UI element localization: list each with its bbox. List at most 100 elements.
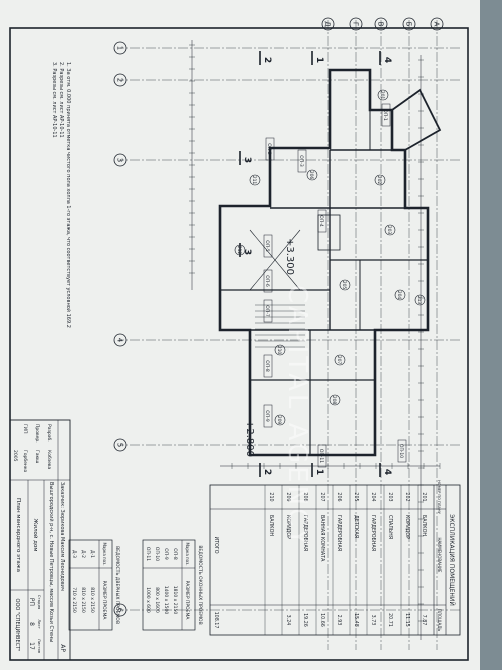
axis-number-bubble-1-label: 1 bbox=[116, 46, 124, 50]
explication-row-area-9: 3.24 bbox=[285, 615, 291, 626]
section-mark-label-8: 2 bbox=[262, 469, 272, 475]
doors-schedule-title: ВЕДОМОСТЬ ДВЕРНЫХ ПРОЕМОВ bbox=[114, 546, 120, 624]
axis-letter-bubble-2-label: Б bbox=[405, 22, 413, 27]
window-tag-label-4: ОП-4 bbox=[318, 215, 324, 227]
explication-total-value: 108.17 bbox=[213, 612, 219, 629]
explication-row-name-4: ГАРДЕРОБНАЯ bbox=[370, 515, 376, 551]
room-tag-label-3: 203 bbox=[386, 226, 392, 235]
room-tag-label-1: 201 bbox=[379, 91, 385, 100]
windows-schedule-row-mark-1: ОП-8 bbox=[172, 548, 178, 560]
stamp-person-3: Горбенко bbox=[22, 450, 28, 473]
window-tag-box-7 bbox=[263, 299, 273, 323]
stamp-person-1: Кобзева bbox=[46, 450, 52, 470]
axis-number-bubble-4-circle bbox=[113, 333, 127, 347]
doors-schedule-row-mark-3: Д-3 bbox=[71, 550, 77, 558]
axis-number-bubble-2-label: 2 bbox=[116, 78, 124, 82]
explication-row-name-5: ДЕТСКАЯ bbox=[353, 515, 359, 538]
room-tag-circle-9 bbox=[274, 414, 286, 426]
explication-row-name-9: КОРИДОР bbox=[285, 515, 291, 539]
explication-row-number-4: 204 bbox=[370, 492, 376, 501]
window-tag-box-3 bbox=[297, 149, 307, 173]
window-tag-label-8: ОП-8 bbox=[264, 360, 270, 372]
section-mark-label-4: 4 bbox=[382, 469, 392, 475]
explication-row-number-2: 202 bbox=[404, 492, 410, 501]
room-tag-label-8: 208 bbox=[331, 396, 337, 405]
window-tag-box-2 bbox=[265, 137, 275, 161]
axis-letter-bubble-5-circle bbox=[321, 17, 335, 31]
explication-row-area-6: 2.93 bbox=[336, 615, 342, 626]
elevation-mark-2: +2.800 bbox=[244, 420, 255, 458]
windows-schedule-table bbox=[142, 539, 196, 631]
section-mark-label-3: 4 bbox=[382, 57, 392, 63]
explication-row-name-7: ВАННАЯ КОМНАТА bbox=[319, 515, 325, 562]
stamp-address: Вышгородский р-н, с. Новые Петровцы, мас… bbox=[48, 482, 55, 642]
axis-letter-bubble-4-circle bbox=[349, 17, 363, 31]
stamp-stage-header-1: Стадия bbox=[37, 595, 42, 610]
axis-number-bubble-6-label: 6 bbox=[116, 608, 124, 613]
window-tag-label-1: ОП-1 bbox=[382, 109, 388, 121]
explication-row-number-7: 207 bbox=[319, 492, 325, 501]
explication-row-number-9: 209 bbox=[285, 492, 291, 501]
axis-number-bubble-2-circle bbox=[113, 73, 127, 87]
section-mark-label-2: 1 bbox=[314, 469, 324, 475]
axis-letter-bubble-3-circle bbox=[374, 17, 388, 31]
stamp-stage-value-1: РП bbox=[28, 598, 35, 606]
windows-schedule-title: ВЕДОМОСТЬ ОКОННЫХ ПРОЕМОВ bbox=[197, 545, 203, 624]
room-tag-label-7: 207 bbox=[336, 356, 342, 365]
room-tag-circle-10 bbox=[274, 344, 286, 356]
doors-schedule-row-mark-2: Д-2 bbox=[80, 550, 86, 558]
explication-row-area-1: 7.87 bbox=[421, 615, 427, 626]
axis-number-bubble-5-label: 5 bbox=[116, 443, 124, 447]
window-tag-label-11: ОП-11 bbox=[318, 449, 324, 463]
stair-landing bbox=[317, 214, 341, 251]
room-tag-circle-1 bbox=[377, 89, 389, 101]
axis-number-bubble-5-circle bbox=[113, 438, 127, 452]
explication-row-number-8: 208 bbox=[302, 492, 308, 501]
room-tag-circle-4 bbox=[394, 289, 406, 301]
stamp-sheet-title: План мансардного этажа bbox=[15, 498, 21, 572]
windows-schedule-row-mark-2: ОП-9 bbox=[163, 548, 169, 560]
windows-schedule-row-mark-4: ОП-11 bbox=[145, 547, 151, 561]
doors-schedule-table bbox=[68, 539, 113, 631]
window-tag-label-6: ОП-6 bbox=[264, 275, 270, 287]
stair-diagonal-2 bbox=[249, 229, 301, 291]
explication-row-number-5: 205 bbox=[353, 492, 359, 501]
stamp-stage-header-2: Лист bbox=[37, 619, 42, 629]
doors-schedule-row-size-2: 810 х 2150 bbox=[80, 587, 86, 613]
stamp-person-2: Гаюш bbox=[34, 450, 40, 463]
axis-number-bubble-3-circle bbox=[113, 153, 127, 167]
window-tag-box-11 bbox=[317, 444, 327, 468]
explication-title: ЭКСПЛИКАЦИЯ ПОМЕЩЕНИЙ bbox=[448, 514, 455, 606]
axis-letter-bubble-5-label: Д bbox=[324, 21, 332, 27]
window-tag-label-3: ОП-3 bbox=[298, 155, 304, 167]
windows-schedule-row-size-4: 1000 х 600 bbox=[145, 587, 151, 613]
window-tag-box-6 bbox=[263, 269, 273, 293]
window-tag-box-10 bbox=[397, 439, 407, 463]
explication-header-area: ПЛОЩАДЬ bbox=[437, 609, 442, 631]
room-tag-label-9: 209 bbox=[276, 416, 282, 425]
note-3: 3. Разрезы см. лист АР-10-11 bbox=[51, 62, 57, 138]
explication-header-number: НОМЕР ПО ПЛАНУ bbox=[437, 480, 441, 514]
room-tag-circle-5 bbox=[339, 279, 351, 291]
room-tag-circle-13 bbox=[414, 294, 426, 306]
window-tag-box-8 bbox=[263, 354, 273, 378]
section-mark-label-5: 3 bbox=[242, 157, 252, 163]
outer-walls bbox=[218, 68, 430, 457]
sheet-frame bbox=[9, 27, 469, 661]
window-tag-box-4 bbox=[317, 209, 327, 233]
room-tag-label-13: 213 bbox=[416, 296, 422, 305]
window-tag-label-10: ОП-10 bbox=[398, 444, 404, 458]
bay-window-wall bbox=[391, 88, 442, 151]
doors-schedule-row-mark-1: Д-1 bbox=[89, 550, 95, 558]
section-mark-label-1: 1 bbox=[314, 57, 324, 63]
room-tag-circle-6 bbox=[306, 169, 318, 181]
room-tag-circle-2 bbox=[374, 174, 386, 186]
room-tag-circle-8 bbox=[329, 394, 341, 406]
windows-schedule-row-size-3: 800 х 1600 bbox=[154, 587, 160, 613]
stamp-role-3: ГИП bbox=[22, 424, 28, 434]
stamp-customer: Заказчик: Зюрикова Максим Леонидович bbox=[59, 482, 65, 591]
window-tag-label-2: ОП-2 bbox=[266, 143, 272, 155]
explication-row-name-1: БАЛКОН bbox=[421, 515, 427, 536]
room-tag-label-2: 202 bbox=[376, 176, 382, 185]
